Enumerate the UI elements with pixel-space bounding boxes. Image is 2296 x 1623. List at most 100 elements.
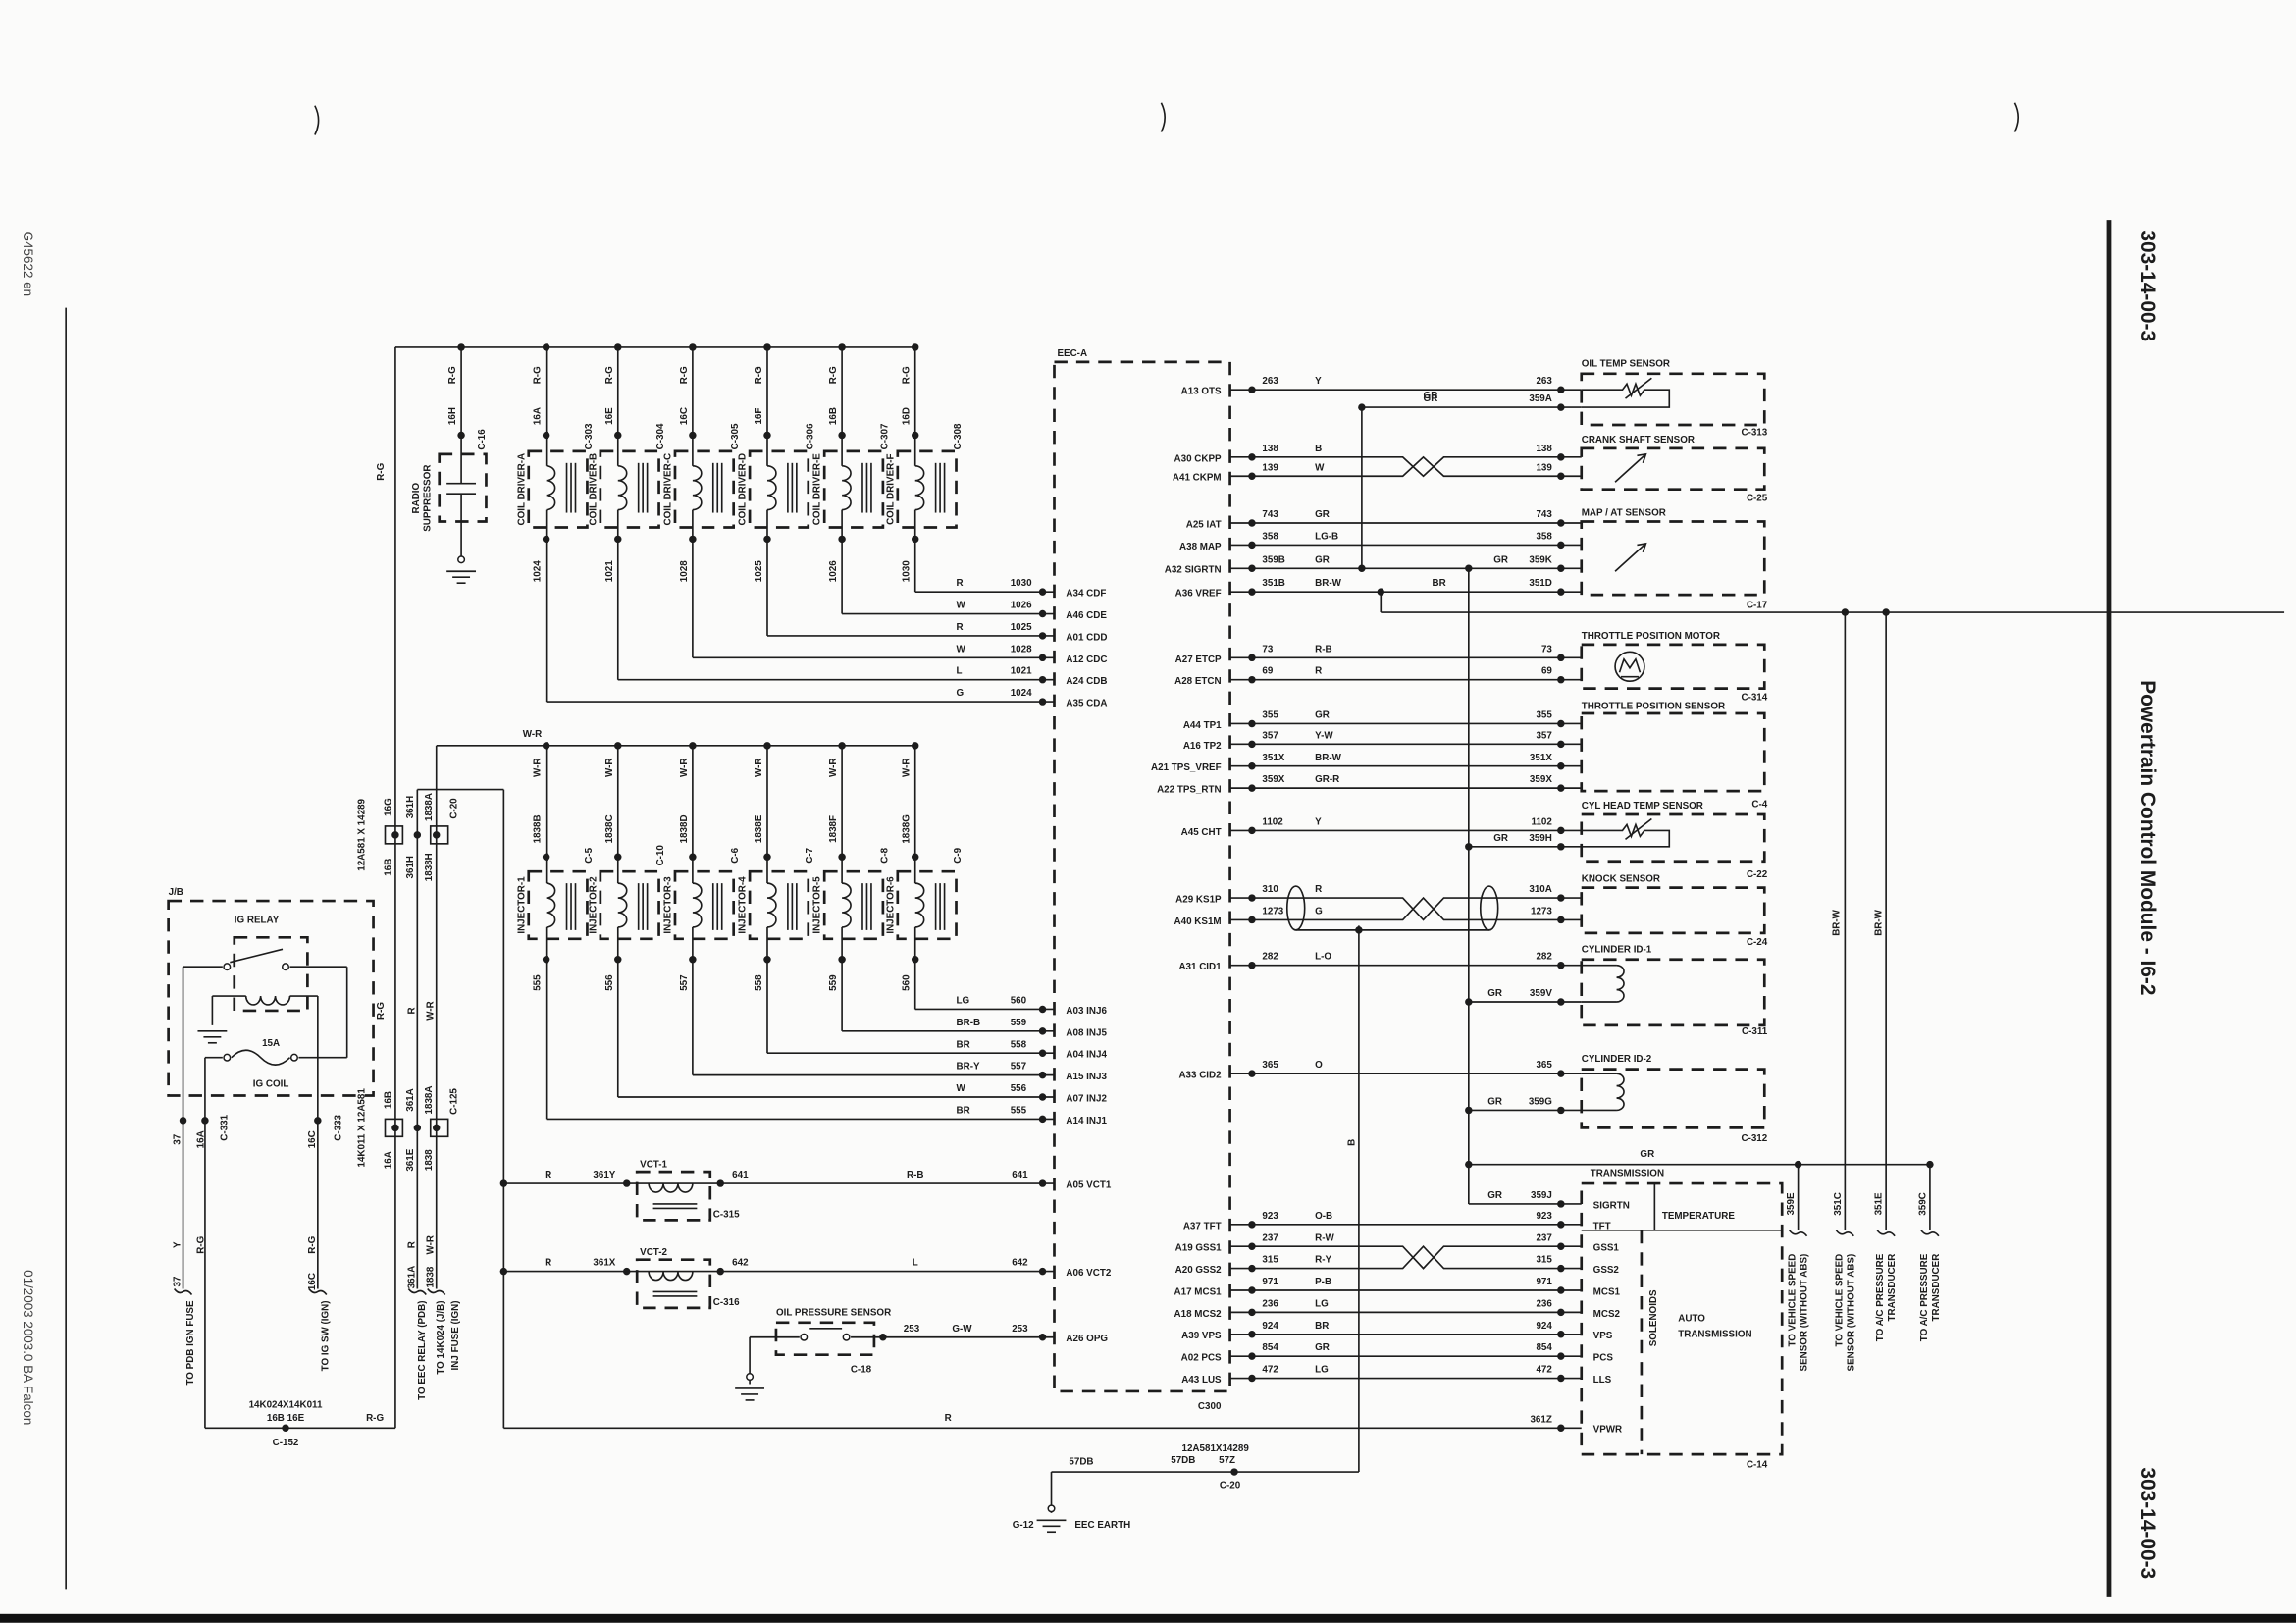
eec-pin-label: A22 TPS_RTN: [1157, 785, 1222, 796]
circuit-label: 357: [1262, 730, 1278, 741]
circuit-label: 358: [1262, 531, 1278, 542]
wire-color-label: Y: [173, 1241, 183, 1248]
circuit-label: 310: [1262, 884, 1278, 895]
binding-mark-icon: [314, 105, 320, 135]
circuit-label: 555: [1011, 1105, 1027, 1116]
wire-color-label: R-G: [604, 366, 615, 384]
eec-pin-label: A31 CID1: [1178, 962, 1222, 972]
circuit-label: 1838: [426, 1266, 437, 1287]
eec-pin: [1248, 916, 1256, 924]
injector-label: INJECTOR-5: [812, 876, 823, 934]
circuit-label: 361A: [406, 1266, 417, 1289]
circuit-label: 73: [1541, 644, 1552, 654]
wire-color-label: R-G: [902, 366, 913, 384]
circuit-label: 743: [1262, 509, 1278, 520]
eec-pin-label: A43 LUS: [1181, 1375, 1222, 1386]
wire-color-label: R-B: [1315, 644, 1331, 654]
coil-driver-box: [673, 449, 736, 529]
circuit-label: 472: [1536, 1365, 1552, 1376]
wire-color-label: W-R: [523, 729, 542, 740]
sensor-pin: [1557, 1070, 1565, 1077]
connector-label: C-312: [1741, 1133, 1767, 1144]
coil-driver-label: COIL DRIVER-A: [516, 453, 527, 526]
splice-connector: [413, 1124, 422, 1132]
splice-label: 12A581X14289: [1181, 1443, 1249, 1454]
eec-pin: [1248, 894, 1256, 902]
terminal-label: VPS: [1593, 1331, 1613, 1341]
eec-pin: [1248, 1374, 1256, 1383]
wire-color-label: GR: [1493, 833, 1508, 844]
connector-label: C-308: [953, 423, 964, 449]
connector-label: C-306: [805, 423, 815, 449]
wire-color-label: BR-W: [1831, 909, 1842, 935]
sensor-pin: [1557, 564, 1565, 573]
feed-destination-label: TO EEC RELAY (PDB): [417, 1300, 428, 1399]
feed-destination-label: INJ FUSE (IGN): [450, 1300, 461, 1370]
wire-color-label: Y: [1315, 376, 1322, 387]
twisted-pair-wire: [1229, 455, 1582, 478]
wire-color-label: W-R: [604, 759, 615, 777]
eec-pin-label: A18 MCS2: [1174, 1309, 1223, 1320]
eec-pin-label: A39 VPS: [1181, 1331, 1222, 1341]
eec-pin: [1248, 453, 1256, 461]
wire-break-icon: [407, 1287, 427, 1295]
circuit-label: 16A: [383, 1151, 393, 1169]
wire-color-label: R-G: [679, 366, 690, 384]
circuit-label: 923: [1262, 1211, 1278, 1222]
circuit-label: 365: [1262, 1060, 1278, 1071]
circuit-label: 1838E: [754, 814, 764, 843]
connector-label: C-333: [334, 1114, 344, 1140]
circuit-label: 1838F: [828, 815, 839, 843]
injector-label: INJECTOR-1: [516, 876, 527, 934]
wire-color-label: W-R: [426, 1001, 437, 1020]
splice-dot: [689, 343, 697, 351]
sensor-pin: [1557, 386, 1565, 393]
splice-dot: [689, 742, 697, 750]
coil-winding-icon: [617, 882, 628, 928]
connector-terminal: [911, 955, 919, 964]
circuit-label: 641: [1012, 1170, 1028, 1180]
eec-pin: [1248, 784, 1256, 792]
connector-terminal: [879, 1334, 887, 1341]
eec-pin: [1248, 719, 1256, 728]
sensor-box: [1580, 446, 1766, 492]
sensor-pin: [1557, 519, 1565, 527]
connector-label: C-22: [1747, 869, 1768, 880]
fuse-rating-label: 15A: [262, 1038, 280, 1049]
circuit-label: 16B: [383, 1091, 393, 1109]
circuit-label: 558: [1011, 1039, 1027, 1050]
circuit-label: 237: [1262, 1232, 1278, 1243]
splice-dot: [1358, 564, 1366, 573]
circuit-label: 253: [1012, 1324, 1028, 1335]
circuit-label: 351E: [1874, 1192, 1885, 1215]
eec-pin: [1248, 1221, 1256, 1229]
connector-terminal: [689, 535, 697, 544]
eec-pin-label: A28 ETCN: [1174, 676, 1222, 687]
wire-color-label: W-R: [533, 759, 544, 777]
coil-winding-icon: [842, 882, 852, 928]
radio-suppressor-box: [438, 452, 488, 523]
eec-pin-label: A40 KS1M: [1174, 916, 1222, 927]
eec-pin: [1248, 1352, 1256, 1360]
connector-label: C-313: [1741, 427, 1767, 438]
coil-winding-icon: [617, 464, 628, 511]
fuse-name-label: IG COIL: [253, 1079, 289, 1090]
connector-terminal: [622, 1179, 631, 1187]
connector-terminal: [716, 1179, 724, 1187]
vct-coil-icon: [648, 1182, 694, 1193]
wire-color-label: W: [1315, 462, 1325, 473]
circuit-label: 16A: [195, 1130, 206, 1148]
connector-label: C-25: [1747, 494, 1768, 504]
eec-pin-label: A32 SIGRTN: [1165, 565, 1222, 576]
connector-label: C-125: [449, 1088, 460, 1115]
eec-pin-label: A15 INJ3: [1066, 1072, 1107, 1082]
eec-pin: [1038, 698, 1047, 706]
circuit-label: 1838G: [902, 814, 913, 844]
wire-color-label: BR-Y: [957, 1062, 980, 1073]
sensor-arrow-icon: [1614, 453, 1646, 483]
ig-relay-label: IG RELAY: [235, 915, 280, 925]
vct-label: VCT-2: [640, 1247, 667, 1258]
sensor-label: THROTTLE POSITION MOTOR: [1582, 631, 1720, 642]
connector-label: C-16: [477, 429, 488, 450]
circuit-label: 1024: [533, 560, 544, 582]
